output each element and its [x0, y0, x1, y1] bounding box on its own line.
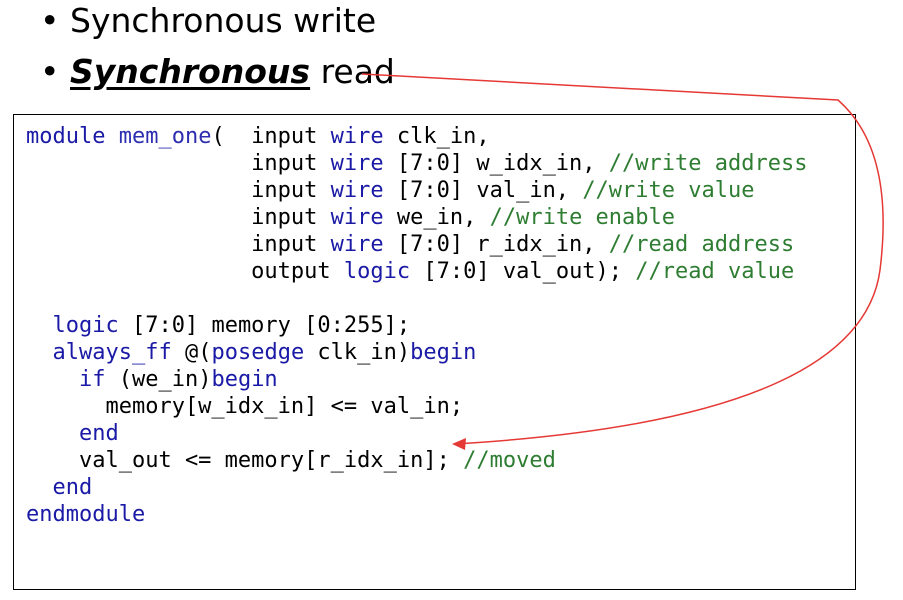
code-identifier: mem_one — [118, 124, 212, 149]
code-comment: //read address — [608, 232, 795, 257]
code-text: input — [26, 178, 331, 203]
code-keyword: module — [26, 124, 106, 149]
code-keyword: wire — [330, 232, 384, 257]
code-line: input wire [7:0] r_idx_in, //read addres… — [26, 232, 794, 257]
code-text: [7:0] r_idx_in, — [383, 232, 609, 257]
code-box: module mem_one( input wire clk_in, input… — [13, 114, 856, 590]
bullet-dot: • — [40, 52, 60, 91]
code-line: logic [7:0] memory [0:255]; — [26, 313, 411, 338]
code-text: memory[w_idx_in] <= val_in; — [26, 394, 464, 419]
code-keyword: end — [78, 421, 119, 446]
code-line: always_ff @(posedge clk_in)begin — [26, 340, 477, 365]
code-text: (we_in) — [105, 367, 212, 392]
code-text: input — [26, 205, 331, 230]
code-line: end — [26, 421, 119, 446]
code-line: if (we_in)begin — [26, 367, 278, 392]
code-text — [105, 124, 118, 149]
code-line: output logic [7:0] val_out); //read valu… — [26, 259, 794, 284]
code-keyword: posedge — [211, 340, 305, 365]
code-comment: //write enable — [489, 205, 676, 230]
code-text: input — [26, 151, 331, 176]
bullet-item-sync-write: • Synchronous write — [40, 0, 640, 51]
code-keyword: end — [52, 475, 93, 500]
code-text: input — [26, 232, 331, 257]
code-keyword: wire — [330, 205, 384, 230]
code-text: [7:0] val_out); — [410, 259, 636, 284]
code-line: input wire we_in, //write enable — [26, 205, 675, 230]
code-line: end — [26, 475, 93, 500]
bullet-text: Synchronous write — [70, 1, 377, 40]
bullet-item-sync-read: • Synchronous read — [40, 51, 640, 102]
code-comment: //write value — [582, 178, 755, 203]
code-keyword: endmodule — [26, 502, 146, 527]
code-block: module mem_one( input wire clk_in, input… — [26, 123, 807, 528]
code-text — [26, 313, 53, 338]
bullet-dot: • — [40, 1, 60, 40]
code-comment: //moved — [463, 448, 556, 473]
code-text: [7:0] memory [0:255]; — [118, 313, 411, 338]
code-line: memory[w_idx_in] <= val_in; — [26, 394, 463, 419]
code-comment: //write address — [608, 151, 808, 176]
code-keyword: wire — [330, 151, 384, 176]
code-text: val_out <= memory[r_idx_in]; — [26, 448, 464, 473]
code-text: [7:0] w_idx_in, — [383, 151, 609, 176]
code-text — [26, 475, 53, 500]
code-text: clk_in, — [383, 124, 490, 149]
bullet-text-suffix: read — [310, 52, 395, 91]
code-text: [7:0] val_in, — [383, 178, 583, 203]
code-line: input wire [7:0] val_in, //write value — [26, 178, 755, 203]
code-text — [26, 421, 79, 446]
code-keyword: logic — [52, 313, 119, 338]
bullet-emphasis: Synchronous — [70, 52, 311, 91]
code-text: output — [26, 259, 344, 284]
code-line: endmodule — [26, 502, 145, 527]
code-line: val_out <= memory[r_idx_in]; //moved — [26, 448, 556, 473]
code-keyword: logic — [343, 259, 411, 284]
bullet-list: • Synchronous write • Synchronous read — [40, 0, 640, 102]
code-keyword: begin — [410, 340, 477, 365]
code-text: @( — [171, 340, 212, 365]
code-text — [26, 367, 79, 392]
code-text: clk_in) — [304, 340, 411, 365]
code-keyword: begin — [211, 367, 278, 392]
code-text — [26, 340, 53, 365]
code-keyword: if — [78, 367, 106, 392]
code-keyword: always_ff — [52, 340, 172, 365]
code-line: input wire [7:0] w_idx_in, //write addre… — [26, 151, 807, 176]
code-keyword: wire — [330, 124, 384, 149]
code-comment: //read value — [635, 259, 795, 284]
code-line: module mem_one( input wire clk_in, — [26, 124, 490, 149]
code-keyword: wire — [330, 178, 384, 203]
code-text: we_in, — [383, 205, 490, 230]
code-text: ( input — [211, 124, 331, 149]
